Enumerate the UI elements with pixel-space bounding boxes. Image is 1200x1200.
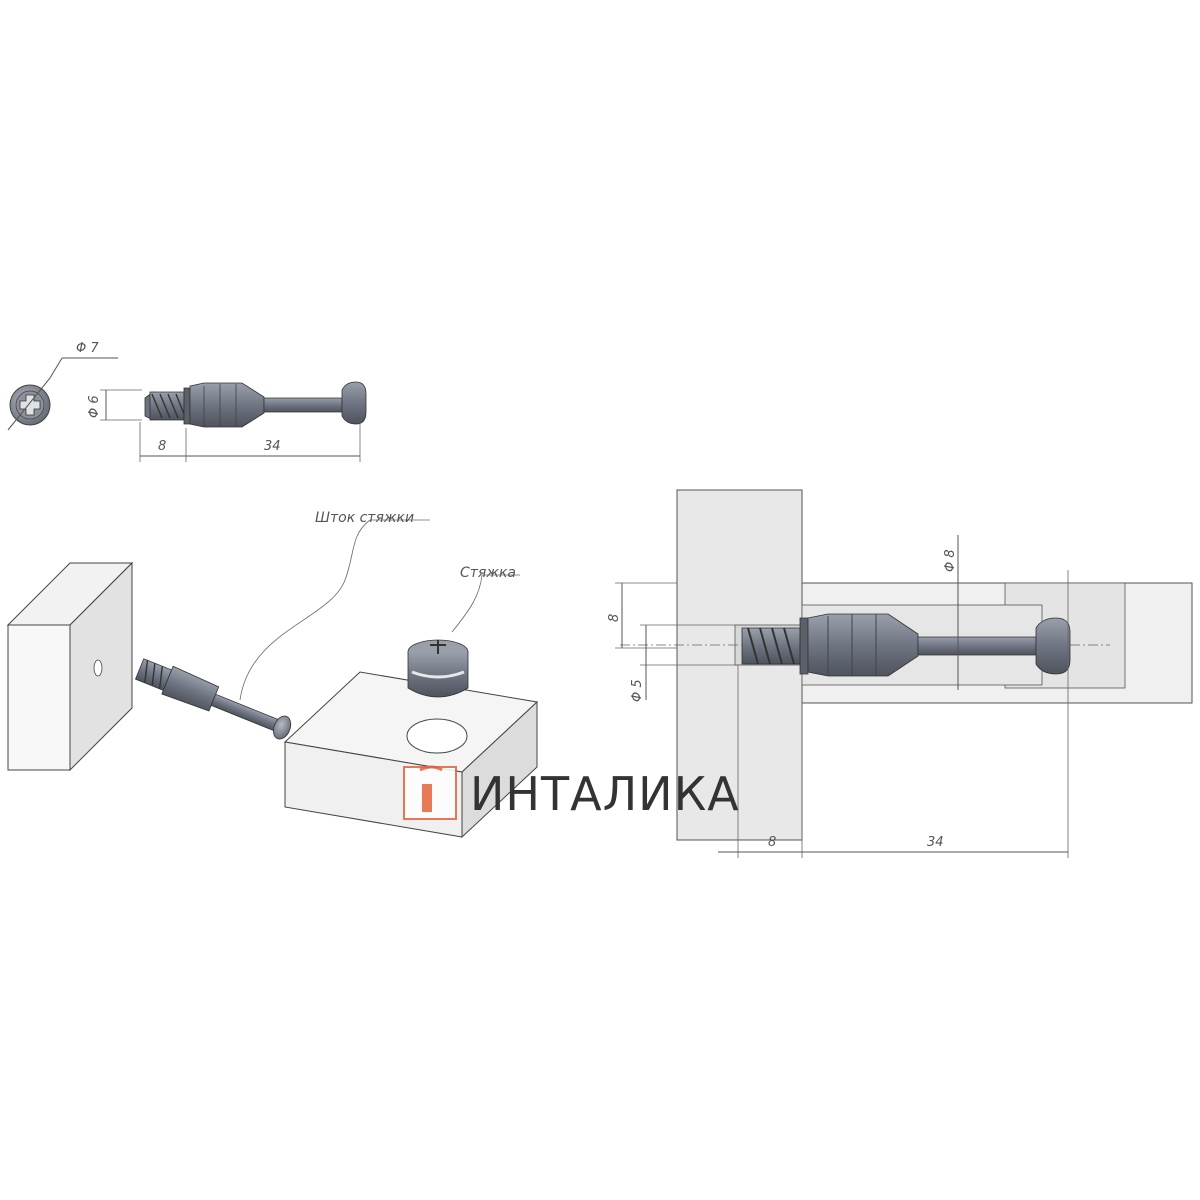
cam-hole	[406, 718, 468, 754]
dim-shank-diameter: Φ 6	[87, 395, 102, 418]
cam-part	[407, 639, 469, 698]
right-board	[283, 671, 539, 839]
rod-part	[134, 658, 292, 740]
top-drawing: Φ 7 Φ 6 8 34	[7, 341, 367, 462]
dim-len-a-top: 8	[158, 439, 166, 454]
dim-cam-8: Φ 8	[943, 549, 958, 572]
brand-logo: ИНТАЛИКА	[403, 765, 740, 821]
left-board	[6, 561, 134, 772]
dim-len-b-section: 34	[927, 835, 944, 850]
dim-len-a-section: 8	[768, 835, 776, 850]
dim-hole-5: Φ 5	[630, 679, 645, 702]
section-view: 8 Φ 5 Φ 8 8 34	[607, 489, 1193, 858]
board-hole	[93, 659, 103, 677]
label-rod: Шток стяжки	[315, 510, 414, 526]
logo-text: ИНТАЛИКА	[470, 767, 740, 821]
exploded-view: Шток стяжки Стяжка	[6, 510, 539, 839]
rod-in-section	[741, 613, 1071, 677]
label-cam: Стяжка	[460, 565, 516, 581]
rod-side-view	[144, 381, 367, 428]
dim-head-diameter: Φ 7	[76, 341, 99, 356]
head-end-view: Φ 7	[7, 341, 118, 431]
dim-hole-8: 8	[607, 614, 622, 622]
dim-len-b-top: 34	[264, 439, 281, 454]
cross-slot-icon	[19, 394, 41, 416]
